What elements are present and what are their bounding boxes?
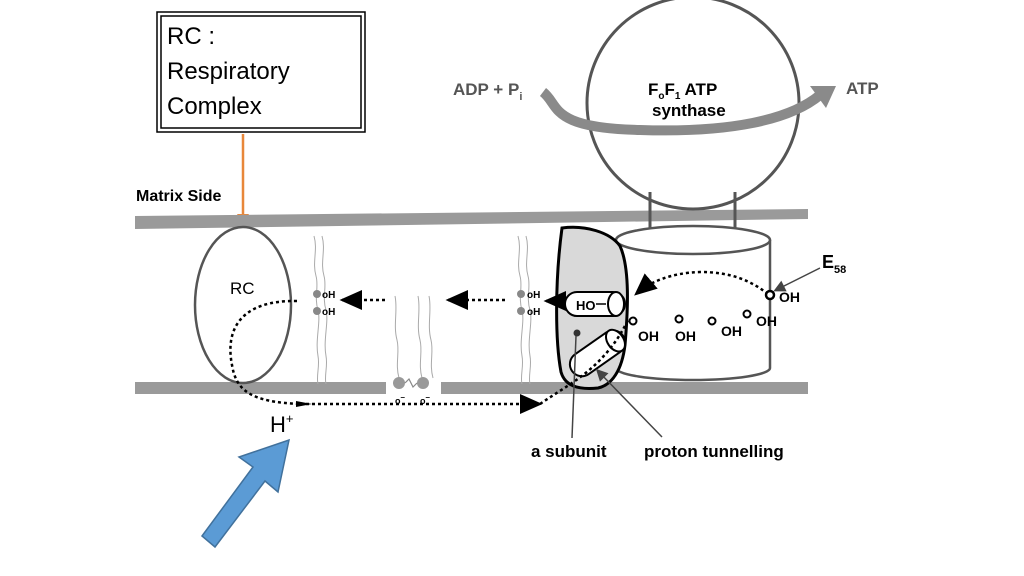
proton-path-arrowhead: [296, 401, 312, 407]
synthase-title: FoF1 ATP: [648, 80, 717, 102]
ho-label: HO: [576, 298, 596, 313]
oh-ring-1: [628, 316, 638, 326]
e58-ring: [764, 289, 776, 301]
oh-ring-2: [674, 314, 684, 324]
oh-label-4: OH: [756, 313, 777, 329]
blue-proton-arrow: [200, 438, 291, 549]
oh-ring-4: [742, 309, 752, 319]
lipid-o-minus-a: o–: [395, 393, 406, 406]
adp-to-atp-arrow: [539, 88, 824, 136]
oh-ring-3: [707, 316, 717, 326]
ho-channel-end: [607, 291, 625, 317]
c-ring-residues: OH OH OH OH OH: [628, 289, 800, 344]
a-subunit-pointer: [571, 335, 577, 439]
proton-tunnelling-pointer: [595, 368, 663, 438]
lipid-link: [404, 377, 418, 389]
a-subunit-label: a subunit: [531, 442, 607, 461]
lipid-head-3b: [517, 307, 525, 315]
oh-label-2: OH: [675, 328, 696, 344]
rc-label: RC: [230, 279, 255, 298]
h-plus-label: H+: [270, 411, 293, 437]
proton-tunnelling-label: proton tunnelling: [644, 442, 784, 461]
a-subunit-dot: [573, 329, 581, 337]
legend-line-1: RC :: [167, 23, 215, 50]
lipid-oh-1b: oH: [322, 307, 335, 318]
synthase-subtitle: synthase: [652, 101, 726, 120]
proton-path: [229, 270, 769, 414]
legend-line-2: Respiratory: [167, 58, 290, 85]
lipid-oh-3b: oH: [527, 307, 540, 318]
legend-box: RC : Respiratory Complex: [156, 11, 366, 133]
lipid-head-2b: [417, 377, 429, 389]
upper-membrane: [135, 209, 808, 229]
fo-cylinder: [614, 224, 772, 382]
lipid-oh-1a: oH: [322, 290, 335, 301]
adp-label: ADP + Pi: [453, 80, 522, 103]
matrix-side-label: Matrix Side: [136, 188, 221, 205]
lower-membrane-left: [135, 382, 386, 394]
oh-label-1: OH: [638, 328, 659, 344]
respiratory-complex: [193, 225, 293, 385]
atp-label: ATP: [846, 79, 879, 98]
adp-to-atp-arrowhead: [810, 86, 836, 108]
oh-label-e58: OH: [779, 289, 800, 305]
lipid-group-2: [394, 295, 434, 379]
oh-label-3: OH: [721, 323, 742, 339]
lipid-head-3a: [517, 290, 525, 298]
lipid-head-1b: [313, 307, 321, 315]
legend-line-3: Complex: [167, 93, 262, 120]
lipid-o-minus-b: o–: [420, 393, 431, 406]
lipid-head-1a: [313, 290, 321, 298]
lower-membrane-right: [441, 382, 808, 394]
lipid-head-2a: [393, 377, 405, 389]
lipid-oh-3a: oH: [527, 290, 540, 301]
e58-pointer: [773, 267, 821, 292]
e58-label: E58: [822, 252, 846, 276]
